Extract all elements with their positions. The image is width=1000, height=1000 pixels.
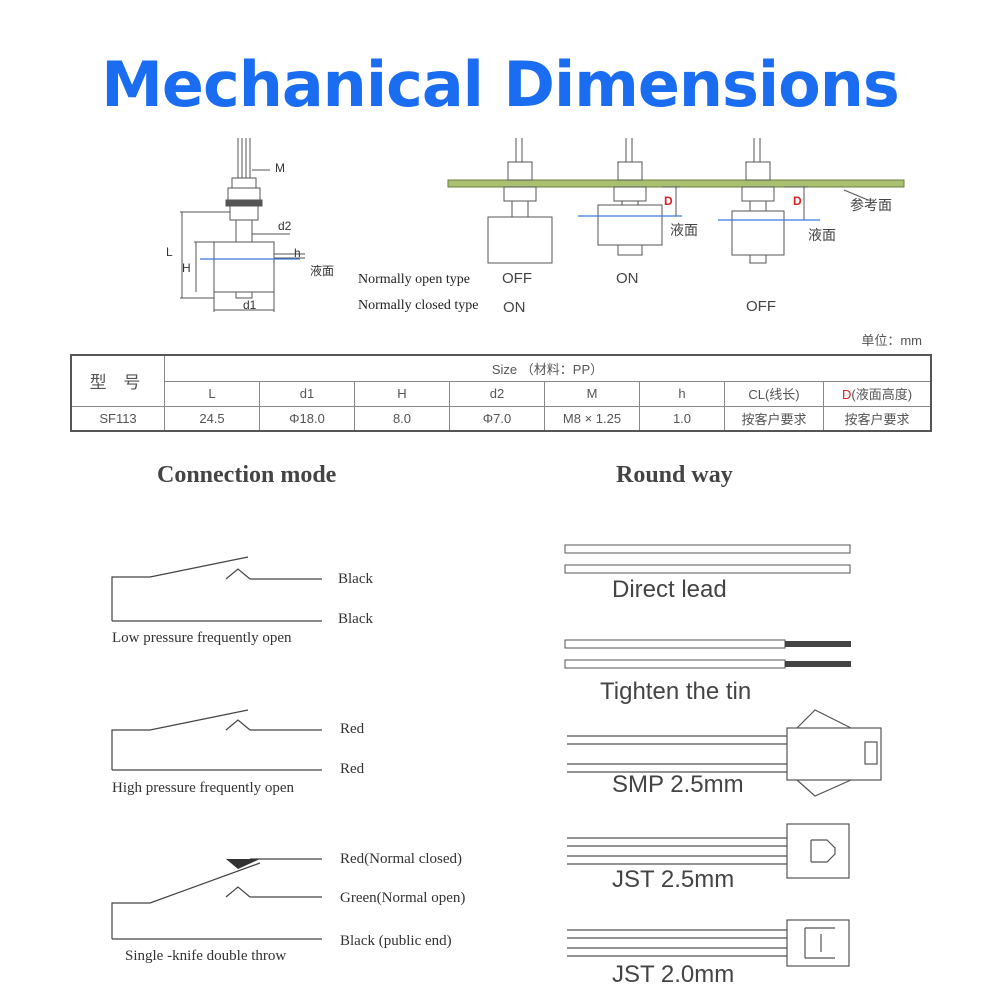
value-d2: Φ7.0 [449, 405, 545, 432]
value-d: 按客户要求 [823, 405, 932, 432]
value-h: 1.0 [639, 405, 725, 432]
dim-h-label: h [294, 246, 301, 260]
spec-table: 型 号 Size （材料：PP） L d1 H d2 M h CL(线长) D(… [70, 354, 932, 432]
spdt-wire-3: Black (public end) [340, 933, 452, 949]
d-label-1: D [664, 194, 673, 208]
switch-diagram-low [111, 556, 322, 622]
liquid-label-2: 液面 [808, 227, 836, 243]
round-way-direct-lead: Direct lead [612, 576, 727, 603]
col-header-d-rest: (液面高度) [851, 387, 913, 402]
value-cl: 按客户要求 [724, 405, 824, 432]
spdt-caption: Single -knife double throw [125, 948, 287, 964]
low-wire-1: Black [338, 571, 373, 587]
dim-l-label: L [166, 245, 173, 259]
d-label-2: D [793, 194, 802, 208]
smp-connector-drawing [567, 709, 882, 797]
unit-label: 单位：mm [861, 333, 922, 348]
col-header-l: L [164, 380, 260, 407]
round-way-jst20: JST 2.0mm [612, 961, 735, 988]
dim-h-upper-label: H [182, 261, 191, 275]
model-value: SF113 [70, 405, 165, 432]
value-h-upper: 8.0 [354, 405, 450, 432]
col-header-h: h [639, 380, 725, 407]
direct-lead-drawing [564, 544, 851, 574]
jst25-connector-drawing [567, 823, 850, 879]
operating-states-drawing [447, 138, 905, 264]
normally-open-type-label: Normally open type [358, 272, 470, 287]
high-wire-1: Red [340, 721, 365, 737]
round-way-title: Round way [616, 462, 733, 488]
size-header: Size （材料：PP） [164, 354, 932, 382]
dim-d1-label: d1 [243, 298, 257, 312]
no-state-1: OFF [502, 270, 532, 287]
round-way-tinned: Tighten the tin [600, 678, 752, 705]
value-d1: Φ18.0 [259, 405, 355, 432]
col-header-d1: d1 [259, 380, 355, 407]
dim-d2-label: d2 [278, 219, 292, 233]
dim-m-label: M [275, 161, 285, 175]
model-header: 型 号 [70, 354, 165, 407]
round-way-jst25: JST 2.5mm [612, 866, 735, 893]
float-switch-dimension-drawing [180, 138, 305, 312]
connection-mode-title: Connection mode [157, 462, 337, 488]
switch-diagram-high [111, 709, 322, 771]
nc-state-3: OFF [746, 298, 776, 315]
low-caption: Low pressure frequently open [112, 630, 292, 646]
reference-plane-label: 参考面 [850, 197, 892, 213]
value-l: 24.5 [164, 405, 260, 432]
normally-closed-type-label: Normally closed type [358, 298, 479, 313]
col-header-cl: CL(线长) [724, 380, 824, 407]
spdt-wire-1: Red(Normal closed) [340, 851, 463, 867]
high-caption: High pressure frequently open [112, 780, 295, 796]
col-header-h-upper: H [354, 380, 450, 407]
col-header-m: M [544, 380, 640, 407]
col-header-d: D(液面高度) [823, 380, 932, 407]
high-wire-2: Red [340, 761, 365, 777]
switch-diagram-spdt [111, 858, 322, 940]
round-way-smp: SMP 2.5mm [612, 771, 744, 798]
col-header-d-prefix: D [841, 387, 852, 402]
col-header-d2: d2 [449, 380, 545, 407]
tinned-lead-drawing [564, 639, 851, 669]
no-state-2: ON [616, 270, 639, 287]
dim-liquid-label: 液面 [310, 264, 335, 278]
nc-state-1: ON [503, 299, 526, 316]
page-title: Mechanical Dimensions [101, 48, 900, 121]
liquid-label-1: 液面 [670, 222, 698, 238]
low-wire-2: Black [338, 611, 373, 627]
jst20-connector-drawing [567, 919, 850, 967]
spdt-wire-2: Green(Normal open) [340, 890, 466, 906]
value-m: M8 × 1.25 [544, 405, 640, 432]
